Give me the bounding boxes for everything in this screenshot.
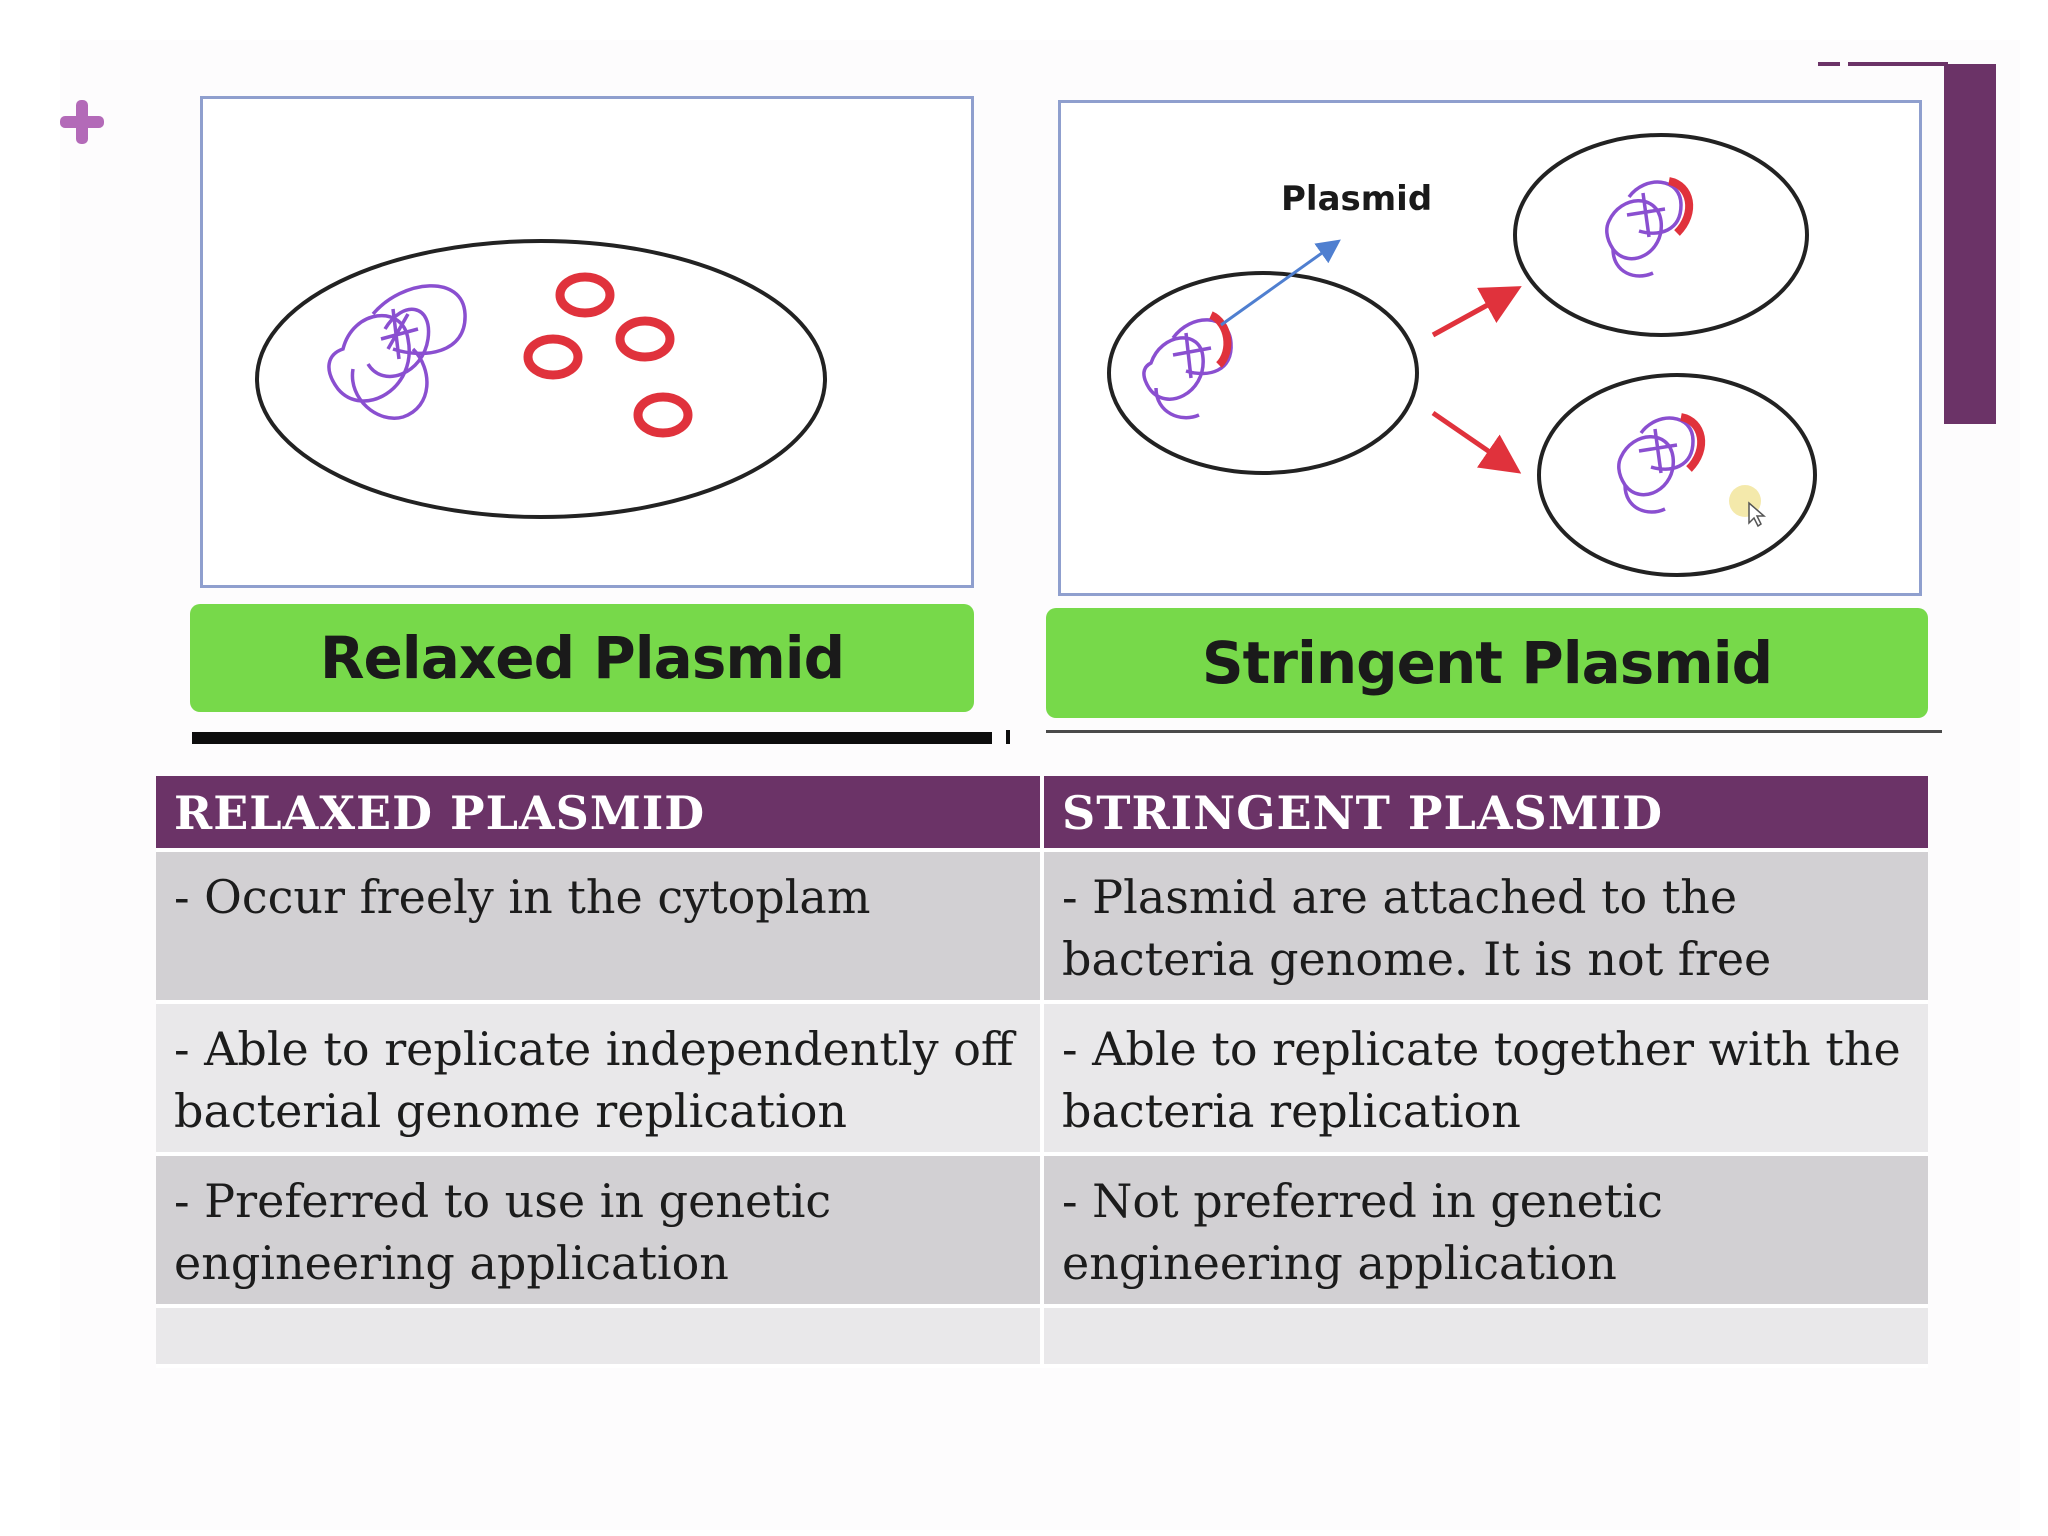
table-cell: - Preferred to use in genetic engineerin… xyxy=(156,1154,1044,1308)
accent-line xyxy=(1848,62,1948,66)
accent-dash xyxy=(1818,62,1840,66)
table-cell: - Occur freely in the cytoplam xyxy=(156,850,1044,1004)
table-cell xyxy=(156,1306,1044,1368)
stringent-plasmid-illustration xyxy=(1107,133,1817,577)
divider-line xyxy=(1046,730,1942,733)
table-row: - Occur freely in the cytoplam - Plasmid… xyxy=(156,850,1928,1004)
comparison-table: RELAXED PLASMID STRINGENT PLASMID - Occu… xyxy=(156,776,1928,1368)
daughter-top-plasmid xyxy=(1667,177,1694,236)
annotation-arrow xyxy=(1220,239,1341,327)
table-cell: - Plasmid are attached to the bacteria g… xyxy=(1042,850,1928,1004)
relaxed-plasmid-label: Relaxed Plasmid xyxy=(190,604,974,712)
header-relaxed: RELAXED PLASMID xyxy=(156,776,1044,852)
plus-icon xyxy=(60,100,104,144)
split-arrow-down xyxy=(1431,410,1522,474)
parent-cell xyxy=(1107,271,1419,475)
plasmid-annotation: Plasmid xyxy=(1281,179,1433,219)
daughter-top-chromosome xyxy=(1605,180,1683,278)
table-cell xyxy=(1042,1306,1928,1368)
stringent-plasmid-label: Stringent Plasmid xyxy=(1046,608,1928,718)
table-cell: - Able to replicate independently off ba… xyxy=(156,1002,1044,1156)
header-stringent: STRINGENT PLASMID xyxy=(1042,776,1928,852)
parent-attached-plasmid xyxy=(1208,311,1232,368)
daughter-cell-top xyxy=(1513,133,1809,337)
cursor-icon xyxy=(1729,485,1767,528)
split-arrow-up xyxy=(1431,286,1522,338)
table-header-row: RELAXED PLASMID STRINGENT PLASMID xyxy=(156,776,1928,852)
relaxed-plasmid-illustration xyxy=(255,239,827,519)
table-row xyxy=(156,1306,1928,1368)
table-cell: - Not preferred in genetic engineering a… xyxy=(1042,1154,1928,1308)
table-row: - Preferred to use in genetic engineerin… xyxy=(156,1154,1928,1308)
table-row: - Able to replicate independently off ba… xyxy=(156,1002,1928,1156)
divider-bar xyxy=(192,732,992,744)
daughter-cell-bottom xyxy=(1537,373,1817,577)
table-cell: - Able to replicate together with the ba… xyxy=(1042,1002,1928,1156)
accent-bar xyxy=(1944,64,1996,424)
free-plasmids xyxy=(523,272,693,438)
parent-chromosome xyxy=(1142,318,1233,420)
bacterial-cell xyxy=(255,239,827,519)
daughter-bottom-plasmid xyxy=(1679,413,1706,472)
bacterial-chromosome xyxy=(327,284,467,420)
stringent-plasmid-figure: Plasmid xyxy=(1058,100,1922,596)
divider-tick xyxy=(1006,730,1010,744)
daughter-bottom-chromosome xyxy=(1617,416,1695,514)
relaxed-plasmid-figure xyxy=(200,96,974,588)
